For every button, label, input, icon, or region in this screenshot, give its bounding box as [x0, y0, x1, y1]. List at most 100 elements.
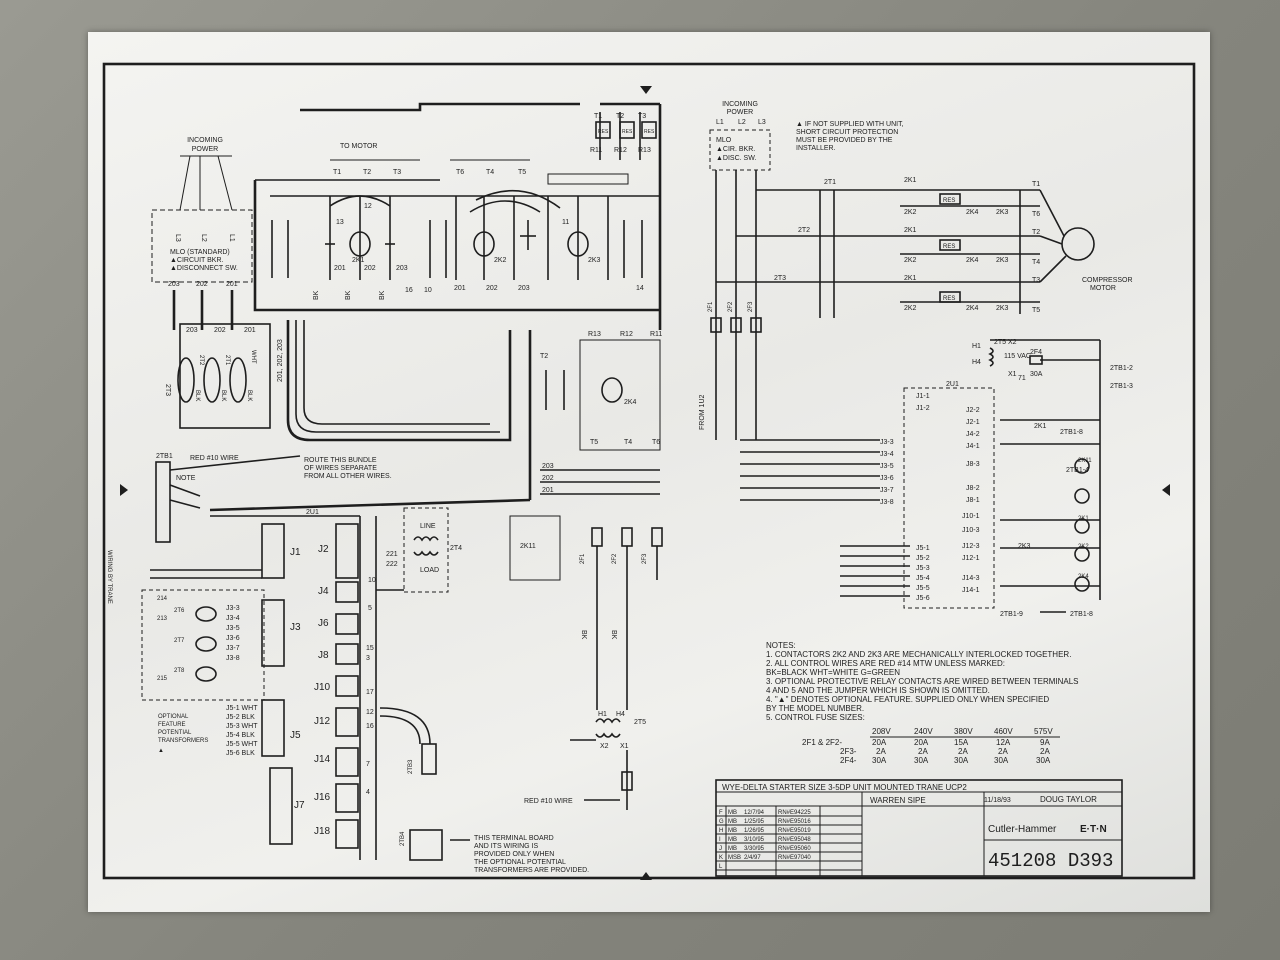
control-transformer-2t5: 2T5 H1 H4 115 VAC X2 X1 2F4 30A 71	[972, 339, 1100, 382]
svg-text:2K4: 2K4	[966, 209, 979, 216]
svg-text:2T4: 2T4	[450, 545, 462, 552]
svg-text:115 VAC: 115 VAC	[1004, 353, 1031, 360]
svg-text:4. "▲" DENOTES OPTIONAL FEAT: 4. "▲" DENOTES OPTIONAL FEATURE. SUPPLIE…	[766, 695, 1049, 704]
j3-connector	[261, 599, 285, 667]
svg-text:T1: T1	[594, 113, 602, 120]
svg-text:E·T·N: E·T·N	[1080, 824, 1107, 835]
svg-text:T5: T5	[518, 169, 526, 176]
svg-text:3/10/95: 3/10/95	[744, 837, 765, 843]
svg-text:3: 3	[366, 655, 370, 662]
mlo-box	[151, 209, 253, 283]
svg-text:POWER: POWER	[727, 109, 753, 116]
svg-text:2K4: 2K4	[966, 305, 979, 312]
svg-text:WYE-DELTA STARTER SIZE 3-5DP: WYE-DELTA STARTER SIZE 3-5DP UNIT MOUNTE…	[722, 783, 967, 792]
svg-text:J5-1 WHT: J5-1 WHT	[226, 705, 258, 712]
svg-text:10: 10	[368, 577, 376, 584]
svg-text:202: 202	[542, 475, 554, 482]
svg-text:K: K	[719, 855, 723, 861]
schematic-sheet	[88, 32, 1210, 912]
svg-text:OF WIRES SEPARATE: OF WIRES SEPARATE	[304, 465, 377, 472]
svg-text:J: J	[719, 846, 722, 852]
svg-text:11/18/93: 11/18/93	[984, 797, 1011, 804]
svg-text:222: 222	[386, 561, 398, 568]
svg-text:RES: RES	[622, 129, 633, 135]
svg-text:T4: T4	[486, 169, 494, 176]
svg-text:MLO: MLO	[716, 137, 732, 144]
svg-text:2K3: 2K3	[1018, 543, 1031, 550]
svg-text:WIRING BY TRANE: WIRING BY TRANE	[106, 550, 112, 604]
svg-text:R12: R12	[614, 147, 627, 154]
svg-text:BK: BK	[379, 290, 386, 300]
svg-text:2A: 2A	[876, 747, 886, 756]
svg-text:203: 203	[168, 281, 180, 288]
svg-text:15A: 15A	[954, 738, 969, 747]
svg-text:L3: L3	[758, 119, 766, 126]
svg-text:12A: 12A	[996, 738, 1011, 747]
svg-text:MSB: MSB	[728, 855, 741, 861]
svg-text:J14-1: J14-1	[962, 587, 980, 594]
svg-text:202: 202	[214, 327, 226, 334]
module-2u1-left: 2U1 J1 J2 J3 J4 J5 J6 J7 J8 J10 J12 J14 …	[210, 509, 377, 860]
svg-text:RES: RES	[644, 129, 655, 135]
current-transformers: 203 202 201 2T3 2T2 2T1 BLK BLK BLK WHT …	[164, 320, 512, 442]
svg-text:2F1: 2F1	[580, 553, 586, 564]
svg-text:2T6: 2T6	[174, 608, 185, 614]
svg-text:RN#E94225: RN#E94225	[778, 810, 811, 816]
svg-text:AND ITS WIRING IS: AND ITS WIRING IS	[474, 843, 539, 850]
svg-text:1/26/95: 1/26/95	[744, 828, 765, 834]
j5-connector	[261, 699, 285, 757]
svg-text:J5-2: J5-2	[916, 555, 930, 562]
svg-text:RN#E97040: RN#E97040	[778, 855, 811, 861]
svg-text:TRANSFORMERS ARE PROVIDED.: TRANSFORMERS ARE PROVIDED.	[474, 867, 589, 874]
svg-text:5: 5	[368, 605, 372, 612]
svg-text:J4-2: J4-2	[966, 431, 980, 438]
svg-text:▲: ▲	[158, 748, 164, 754]
svg-text:202: 202	[486, 285, 498, 292]
svg-text:15: 15	[366, 645, 374, 652]
svg-text:INCOMING: INCOMING	[722, 101, 758, 108]
svg-text:H4: H4	[972, 359, 981, 366]
svg-text:NOTES:: NOTES:	[766, 641, 796, 650]
svg-text:2A: 2A	[958, 747, 968, 756]
svg-text:R11: R11	[590, 147, 602, 154]
svg-text:J8: J8	[318, 650, 329, 661]
right-center-arrow	[1162, 484, 1170, 496]
svg-text:T6: T6	[652, 439, 660, 446]
top-center-arrow	[640, 86, 652, 94]
svg-text:30A: 30A	[994, 756, 1009, 765]
svg-text:2T5: 2T5	[994, 339, 1006, 346]
svg-text:PROVIDED ONLY WHEN: PROVIDED ONLY WHEN	[474, 851, 554, 858]
svg-text:J5-6: J5-6	[916, 595, 930, 602]
svg-text:J14-3: J14-3	[962, 575, 980, 582]
svg-text:J3-6: J3-6	[880, 475, 894, 482]
svg-text:451208 D393: 451208 D393	[988, 850, 1113, 872]
right-j-pins: J1-1 J1-2 J3-3 J3-4 J3-5 J3-6 J3-7 J3-8 …	[740, 393, 980, 602]
svg-text:X1: X1	[620, 743, 629, 750]
svg-text:TO MOTOR: TO MOTOR	[340, 143, 377, 150]
svg-text:J5-6 BLK: J5-6 BLK	[226, 750, 255, 757]
revision-table: F MB 12/7/94 RN#E94225 G MB 1/25/95 RN#E…	[716, 806, 862, 876]
svg-text:16: 16	[405, 287, 413, 294]
svg-text:Cutler-Hammer: Cutler-Hammer	[988, 824, 1057, 835]
svg-text:J18: J18	[314, 826, 331, 837]
svg-text:2A: 2A	[918, 747, 928, 756]
svg-text:BLK: BLK	[246, 390, 252, 401]
svg-text:213: 213	[157, 616, 168, 622]
svg-text:2TB1-2: 2TB1-2	[1110, 365, 1133, 372]
svg-text:201: 201	[334, 265, 346, 272]
svg-text:T5: T5	[590, 439, 598, 446]
svg-text:MLO (STANDARD): MLO (STANDARD)	[170, 249, 230, 256]
svg-text:J10-3: J10-3	[962, 527, 980, 534]
svg-text:2TB4: 2TB4	[400, 831, 406, 846]
svg-text:BK=BLACK WHT=WHITE G: BK=BLACK WHT=WHITE G=GREEN	[766, 668, 900, 677]
svg-text:30A: 30A	[1030, 371, 1043, 378]
svg-text:575V: 575V	[1034, 727, 1053, 736]
svg-text:MB: MB	[728, 819, 737, 825]
svg-text:R13: R13	[638, 147, 651, 154]
svg-text:215: 215	[157, 676, 168, 682]
svg-text:2U1: 2U1	[306, 509, 319, 516]
svg-text:T2: T2	[616, 113, 624, 120]
svg-text:5. CONTROL FUSE SIZES:: 5. CONTROL FUSE SIZES:	[766, 713, 865, 722]
svg-text:MUST BE PROVIDED BY THE: MUST BE PROVIDED BY THE	[796, 137, 893, 144]
